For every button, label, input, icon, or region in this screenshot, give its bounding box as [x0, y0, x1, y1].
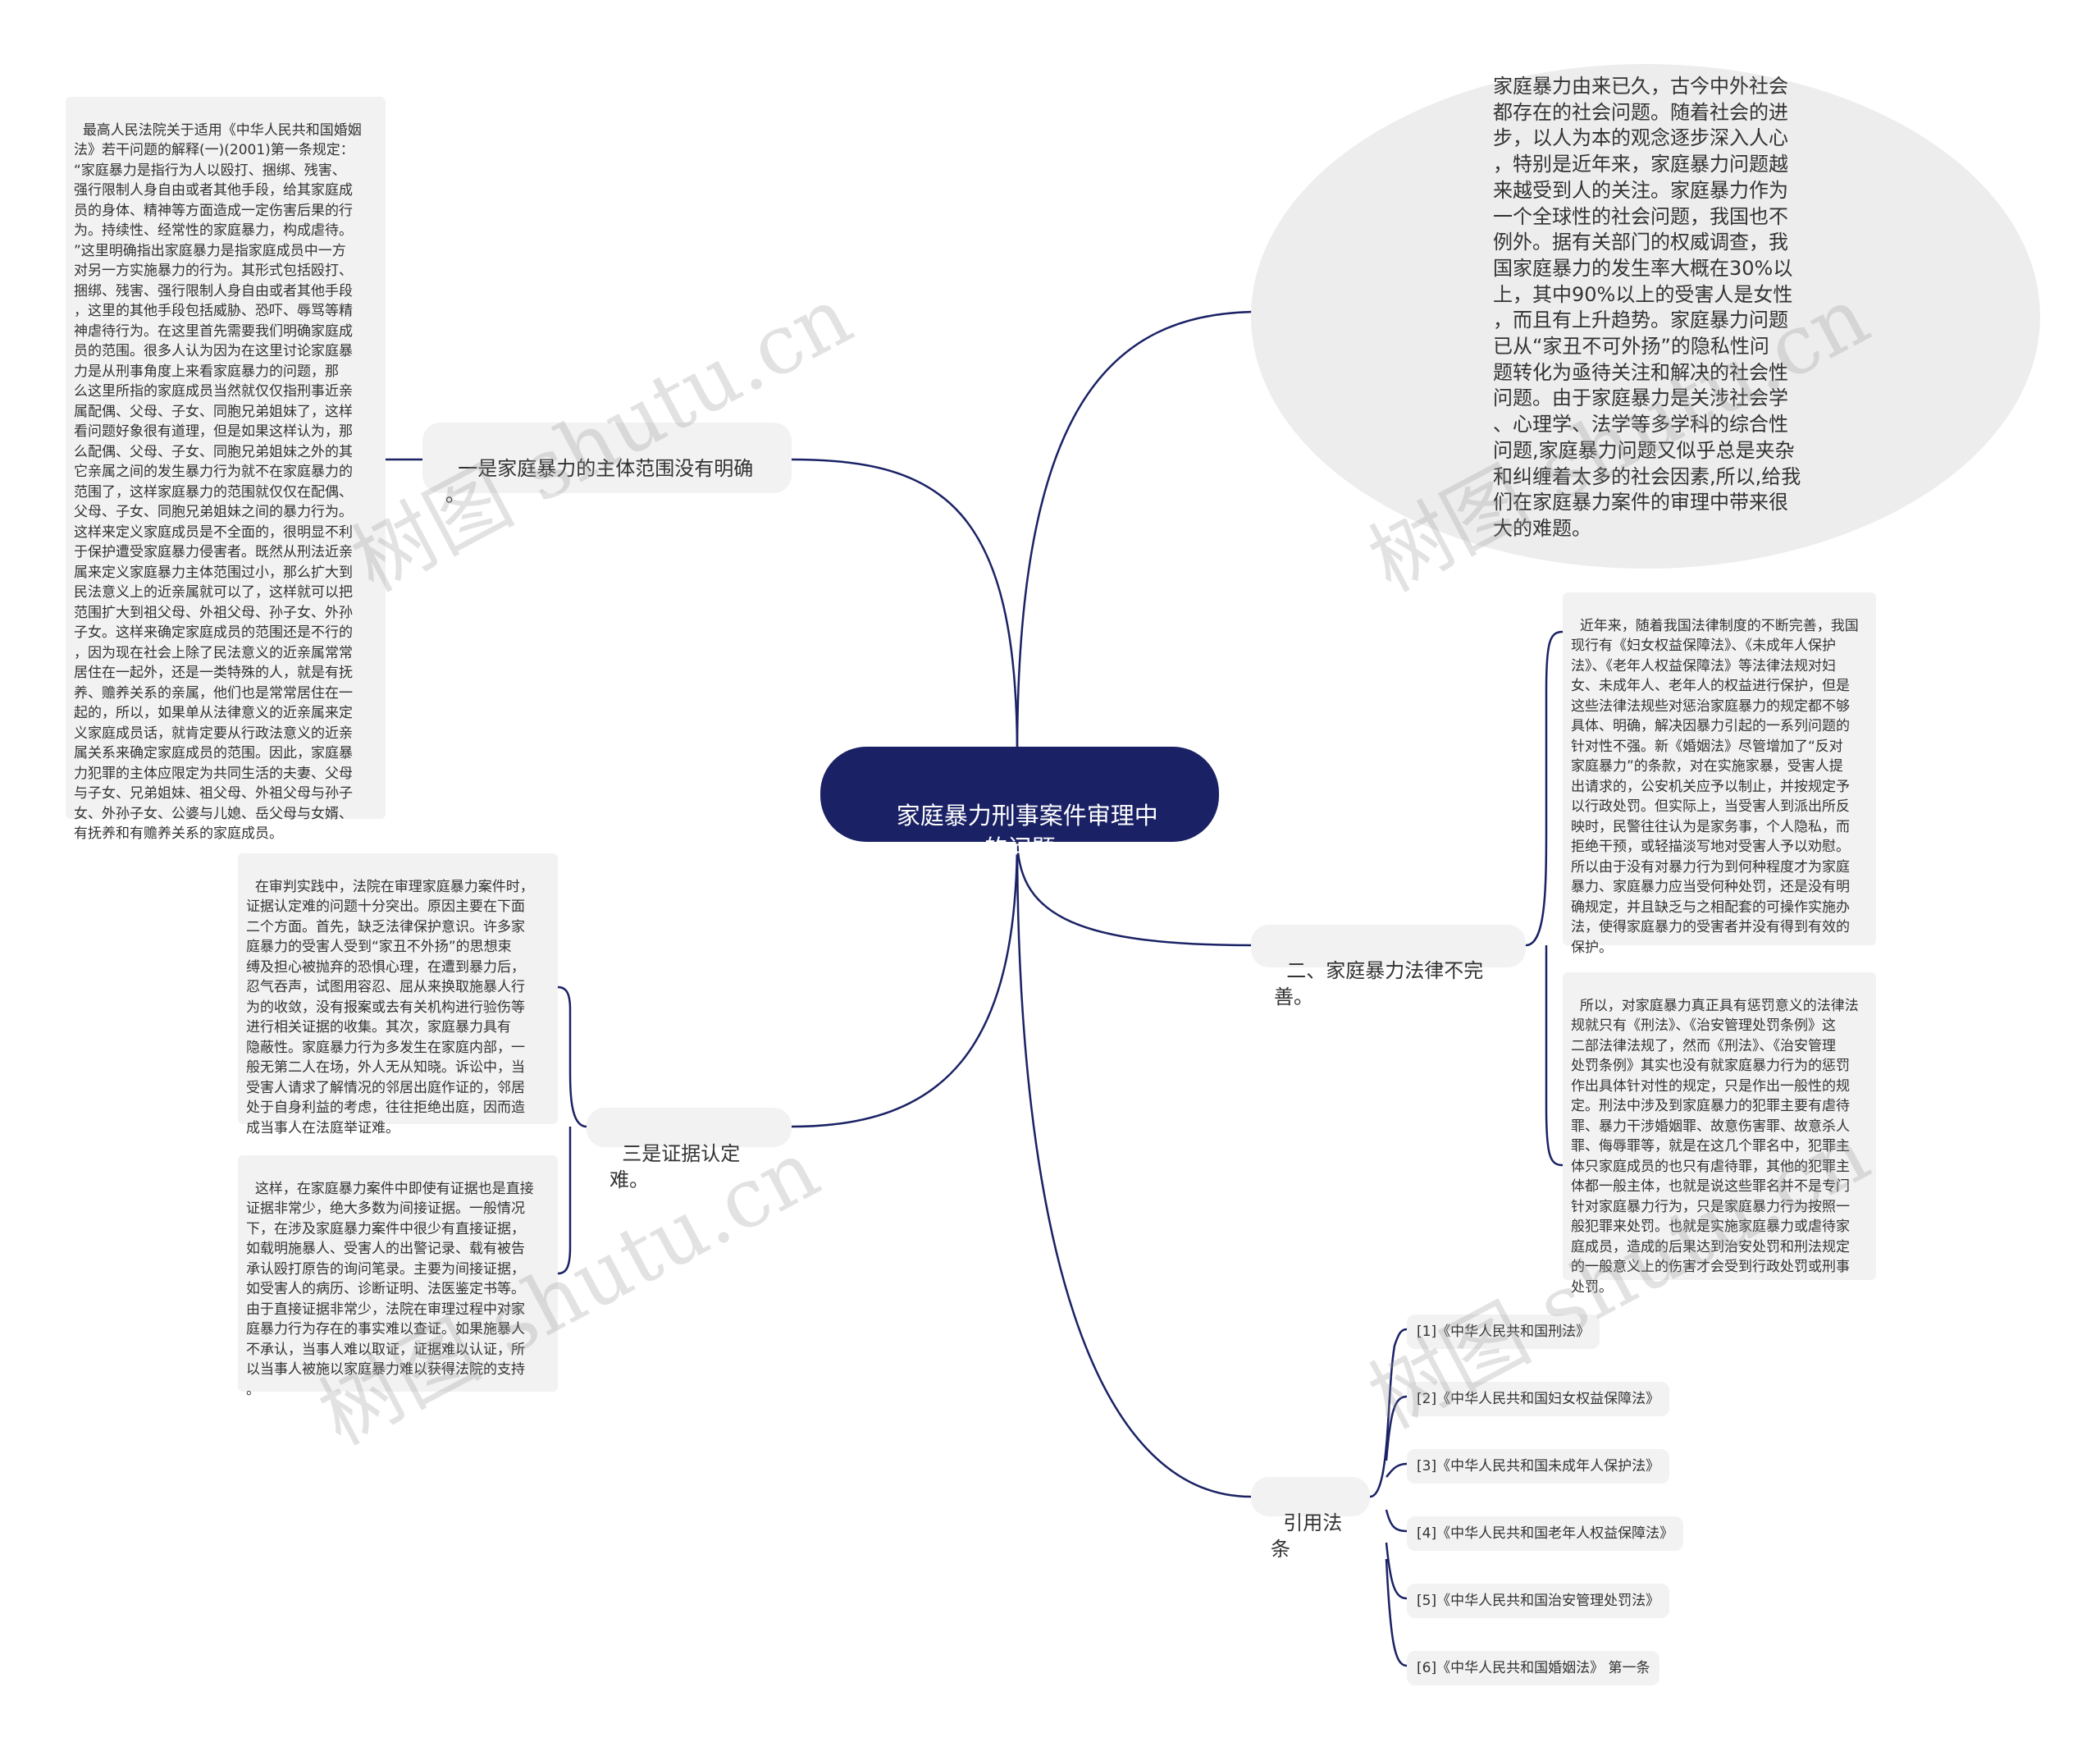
- ref-item-5[interactable]: [5]《中华人民共和国治安管理处罚法》: [1407, 1584, 1670, 1618]
- note-law-imperfect-1: 近年来，随着我国法律制度的不断完善，我国 现行有《妇女权益保障法》、《未成年人保…: [1563, 592, 1876, 956]
- branch-cited-laws-label: 引用法条: [1271, 1511, 1343, 1561]
- ref-item-4-text: [4]《中华人民共和国老年人权益保障法》: [1417, 1525, 1674, 1542]
- link-root-intro: [1016, 310, 1260, 756]
- note-subject-scope: 最高人民法院关于适用《中华人民共和国婚姻 法》若干问题的解释(一)(2001)第…: [66, 97, 386, 842]
- note-law-imperfect-2-text: 所以，对家庭暴力真正具有惩罚意义的法律法 规就只有《刑法》、《治安管理处罚条例》…: [1571, 997, 1859, 1296]
- ref-item-1[interactable]: [1]《中华人民共和国刑法》: [1407, 1315, 1600, 1349]
- root-title: 家庭暴力刑事案件审理中 的问题: [896, 802, 1158, 862]
- link-root-branch2: [1016, 836, 1252, 947]
- note-evidence-hard-1-text: 在审判实践中，法院在审理家庭暴力案件时， 证据认定难的问题十分突出。原因主要在下…: [246, 878, 534, 1136]
- link-branch2-notes: [1525, 630, 1564, 1167]
- note-law-imperfect-1-text: 近年来，随着我国法律制度的不断完善，我国 现行有《妇女权益保障法》、《未成年人保…: [1571, 617, 1859, 956]
- branch-law-imperfect-label: 二、家庭暴力法律不完善。: [1274, 959, 1484, 1008]
- link-branch4-refs: [1369, 1328, 1408, 1667]
- ref-item-6[interactable]: [6]《中华人民共和国婚姻法》 第一条: [1407, 1651, 1660, 1685]
- link-root-branch4: [1016, 836, 1252, 1498]
- branch-subject-scope[interactable]: 一是家庭暴力的主体范围没有明确 。: [422, 423, 792, 506]
- note-law-imperfect-2: 所以，对家庭暴力真正具有惩罚意义的法律法 规就只有《刑法》、《治安管理处罚条例》…: [1563, 972, 1876, 1296]
- ref-item-2[interactable]: [2]《中华人民共和国妇女权益保障法》: [1407, 1382, 1670, 1416]
- ref-item-1-text: [1]《中华人民共和国刑法》: [1417, 1324, 1591, 1340]
- link-root-branch3: [791, 836, 1019, 1128]
- ref-item-5-text: [5]《中华人民共和国治安管理处罚法》: [1417, 1593, 1660, 1609]
- root-topic[interactable]: 家庭暴力刑事案件审理中 的问题: [820, 747, 1219, 862]
- intro-text: 家庭暴力由来已久，古今中外社会 都存在的社会问题。随着社会的进 步，以人为本的观…: [1493, 75, 1801, 540]
- ref-item-3-text: [3]《中华人民共和国未成年人保护法》: [1417, 1458, 1660, 1475]
- ref-item-2-text: [2]《中华人民共和国妇女权益保障法》: [1417, 1391, 1660, 1407]
- branch-cited-laws[interactable]: 引用法条: [1251, 1477, 1370, 1561]
- link-root-branch1: [791, 458, 1019, 756]
- branch-law-imperfect[interactable]: 二、家庭暴力法律不完善。: [1251, 925, 1526, 1008]
- branch-evidence-hard[interactable]: 三是证据认定难。: [587, 1108, 792, 1191]
- ref-item-3[interactable]: [3]《中华人民共和国未成年人保护法》: [1407, 1449, 1670, 1484]
- link-branch3-notes: [557, 985, 587, 1275]
- branch-evidence-hard-label: 三是证据认定难。: [609, 1142, 741, 1191]
- intro-ellipse: [1251, 64, 2040, 569]
- ref-item-6-text: [6]《中华人民共和国婚姻法》 第一条: [1417, 1660, 1650, 1676]
- note-evidence-hard-2-text: 这样，在家庭暴力案件中即使有证据也是直接 证据非常少，绝大多数为间接证据。一般情…: [246, 1180, 534, 1398]
- branch-subject-scope-label: 一是家庭暴力的主体范围没有明确 。: [445, 457, 754, 506]
- note-subject-scope-text: 最高人民法院关于适用《中华人民共和国婚姻 法》若干问题的解释(一)(2001)第…: [74, 121, 362, 843]
- note-evidence-hard-1: 在审判实践中，法院在审理家庭暴力案件时， 证据认定难的问题十分突出。原因主要在下…: [238, 853, 558, 1136]
- ref-item-4[interactable]: [4]《中华人民共和国老年人权益保障法》: [1407, 1516, 1684, 1551]
- note-evidence-hard-2: 这样，在家庭暴力案件中即使有证据也是直接 证据非常少，绝大多数为间接证据。一般情…: [238, 1155, 558, 1398]
